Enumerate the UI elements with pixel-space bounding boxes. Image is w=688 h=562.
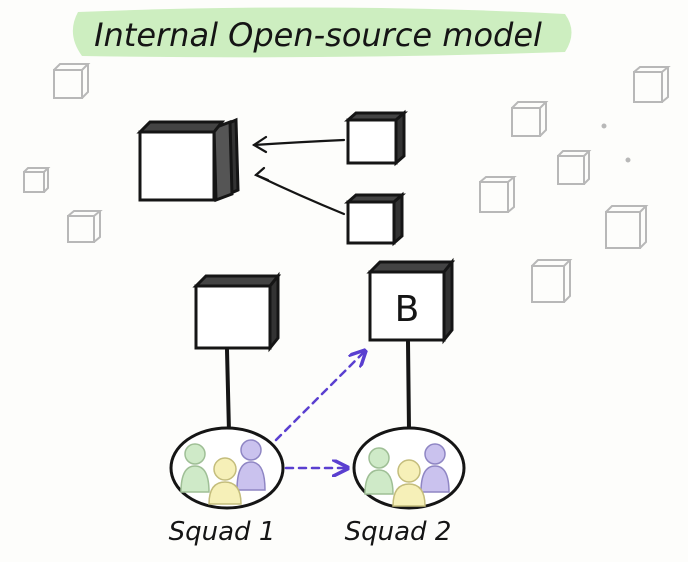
diagram-title: Internal Open-source model xyxy=(94,16,542,54)
collaboration-arrows xyxy=(274,352,364,468)
squad1-person-purple xyxy=(236,439,266,491)
arrow-1 xyxy=(251,135,346,154)
faded-box xyxy=(23,167,51,193)
squad-2 xyxy=(352,426,466,510)
squad2-ownership-line xyxy=(406,340,411,432)
contributor-box-1 xyxy=(344,109,408,167)
contributor-box-2 xyxy=(344,191,406,247)
squad1-person-green xyxy=(180,443,210,493)
faded-box xyxy=(53,63,91,99)
faded-box xyxy=(633,66,671,103)
squad2-label: Squad 2 xyxy=(345,517,452,547)
ownership-lines xyxy=(225,340,411,434)
squad1-component-box xyxy=(192,271,282,353)
squad1-label: Squad 1 xyxy=(169,517,276,547)
squad2-person-purple xyxy=(420,443,450,493)
component-box-b xyxy=(366,257,456,345)
main-component-box xyxy=(136,117,240,203)
squad1-ownership-line xyxy=(225,348,231,434)
faded-box xyxy=(511,101,549,137)
contribution-arrows xyxy=(251,135,346,216)
faded-box xyxy=(531,259,573,303)
box-b-label: B xyxy=(395,289,420,330)
squad1-person-yellow xyxy=(208,457,242,505)
squad2-person-green xyxy=(364,447,394,495)
faded-box xyxy=(557,150,592,185)
squad2-person-yellow xyxy=(392,459,426,507)
faded-box xyxy=(479,176,517,213)
faded-box xyxy=(605,205,649,249)
title-group: Internal Open-source model xyxy=(72,7,572,58)
squad-1 xyxy=(169,426,285,510)
background-boxes xyxy=(23,63,671,303)
title-highlight xyxy=(72,7,572,58)
faded-box xyxy=(67,210,103,243)
arrow-2 xyxy=(253,166,346,216)
squad1-to-box-b-arrow xyxy=(274,352,364,442)
